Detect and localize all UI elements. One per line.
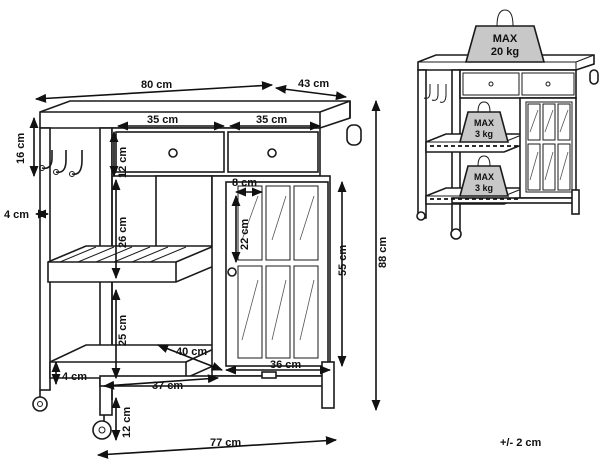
label-total-height: 88 cm — [377, 237, 389, 268]
load-capacity-inset: MAX 20 kg MAX 3 kg MAX 3 kg — [416, 9, 599, 240]
hooks-icon — [39, 150, 83, 177]
label-door-pane-width: 8 cm — [232, 177, 257, 189]
drawer-knob-icon — [267, 148, 277, 158]
tolerance-note: +/- 2 cm — [500, 437, 541, 449]
load-shelf-upper-line1: MAX — [474, 118, 494, 128]
label-door-height: 55 cm — [337, 245, 349, 276]
label-shelf-width: 37 cm — [152, 380, 183, 392]
door-knob-icon — [227, 267, 237, 277]
weight-icon — [464, 9, 546, 63]
load-shelf-upper-line2: 3 kg — [475, 129, 493, 139]
towel-rail — [346, 124, 362, 146]
label-shelf-depth: 40 cm — [176, 346, 207, 358]
main-cart-drawing — [32, 100, 362, 440]
drawer-band — [111, 127, 321, 177]
label-drawer-height: 12 cm — [117, 147, 129, 178]
label-bottom-shelf-thickness: 4 cm — [62, 371, 87, 383]
label-drawer-left-width: 35 cm — [147, 114, 178, 126]
load-top-line1: MAX — [493, 33, 518, 45]
load-top-line2: 20 kg — [491, 46, 519, 58]
dimension-lines — [29, 81, 381, 459]
load-shelf-lower-line1: MAX — [474, 172, 494, 182]
weight-icon — [458, 155, 510, 197]
label-depth: 43 cm — [298, 78, 329, 90]
label-upper-space-height: 26 cm — [117, 217, 129, 248]
load-shelf-lower-line2: 3 kg — [475, 183, 493, 193]
label-drawer-right-width: 35 cm — [256, 114, 287, 126]
label-door-pane-height: 22 cm — [239, 219, 251, 250]
wheel-icon — [92, 415, 112, 440]
open-shelving — [47, 175, 223, 400]
label-total-width: 80 cm — [141, 79, 172, 91]
drawer-knob-icon — [168, 148, 178, 158]
label-lower-space-height: 25 cm — [117, 315, 129, 346]
label-hook-height: 16 cm — [15, 133, 27, 164]
countertop — [39, 100, 351, 129]
label-wheel-clearance: 12 cm — [121, 407, 133, 438]
label-base-width: 77 cm — [210, 437, 241, 449]
weight-icon — [458, 101, 510, 143]
wheel-icon — [32, 390, 48, 412]
label-side-gap: 4 cm — [4, 209, 29, 221]
glass-door-cabinet — [211, 175, 331, 377]
dimension-labels: 80 cm 43 cm 35 cm 35 cm 16 cm 12 cm 4 cm… — [4, 78, 389, 449]
label-door-width: 36 cm — [270, 359, 301, 371]
